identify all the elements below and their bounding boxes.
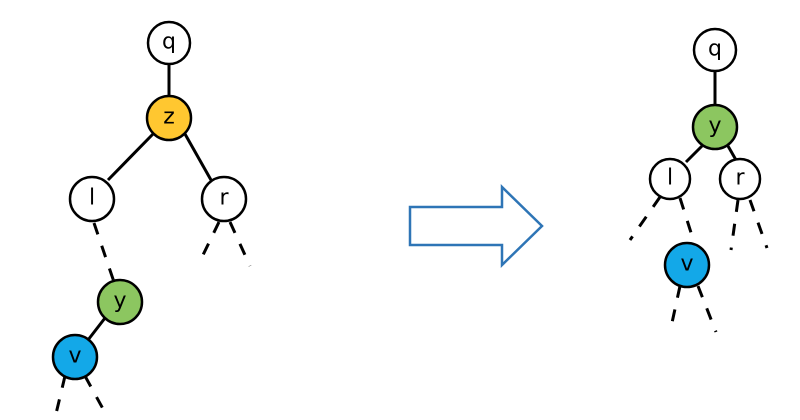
before-node-y-label: y — [113, 289, 126, 314]
edge-z-r — [183, 133, 213, 181]
after-node-l-label: l — [667, 166, 673, 191]
edge-v-right-subtree-after — [696, 285, 718, 333]
after-node-q-circle — [692, 27, 738, 73]
edge-r-left-subtree — [201, 221, 221, 256]
after-node-y: y — [691, 103, 739, 151]
after-node-y-label: y — [708, 114, 721, 139]
before-node-y-circle — [96, 278, 144, 326]
edge-l-left-subtree — [628, 196, 662, 241]
after-node-q-label: q — [708, 37, 722, 62]
before-node-l-label: l — [89, 186, 95, 211]
before-node-z-circle — [145, 94, 193, 142]
after-node-l: l — [648, 157, 692, 201]
edge-l-v — [678, 197, 696, 243]
before-node-r: r — [200, 175, 248, 223]
before-node-q-circle — [146, 20, 192, 66]
edge-v-left-subtree-after — [668, 285, 682, 333]
edge-y-r — [726, 145, 738, 161]
after-node-r: r — [718, 157, 762, 201]
edge-r-right-subtree — [228, 221, 252, 267]
right-arrow-icon — [408, 184, 544, 268]
after-node-v-label: v — [680, 252, 693, 277]
before-node-r-circle — [200, 175, 248, 223]
edge-v-left-subtree — [53, 375, 67, 419]
edge-y-l — [684, 144, 704, 164]
before-node-q: q — [146, 20, 192, 66]
before-node-l: l — [68, 175, 116, 223]
after-node-v-circle — [663, 241, 711, 289]
before-tree: q z l r y v — [51, 20, 252, 419]
edge-r-left-subtree-after — [729, 199, 740, 251]
edge-r-right-subtree-after — [748, 199, 769, 249]
before-node-y: y — [96, 278, 144, 326]
after-node-r-circle — [718, 157, 762, 201]
before-node-v-label: v — [68, 344, 81, 369]
before-node-z: z — [145, 94, 193, 142]
before-node-v-circle — [51, 333, 99, 381]
after-tree: q y l r v — [628, 27, 769, 333]
after-node-q: q — [692, 27, 738, 73]
before-node-v: v — [51, 333, 99, 381]
after-node-v: v — [663, 241, 711, 289]
before-node-l-circle — [68, 175, 116, 223]
edge-l-y — [92, 222, 116, 283]
edge-z-l — [106, 132, 155, 182]
before-node-q-label: q — [162, 30, 176, 55]
after-node-l-circle — [648, 157, 692, 201]
after-node-y-circle — [691, 103, 739, 151]
before-node-z-label: z — [163, 105, 175, 130]
before-node-r-label: r — [219, 186, 229, 211]
edge-v-right-subtree — [83, 375, 110, 419]
after-node-r-label: r — [735, 166, 745, 191]
edge-y-v — [86, 317, 107, 341]
